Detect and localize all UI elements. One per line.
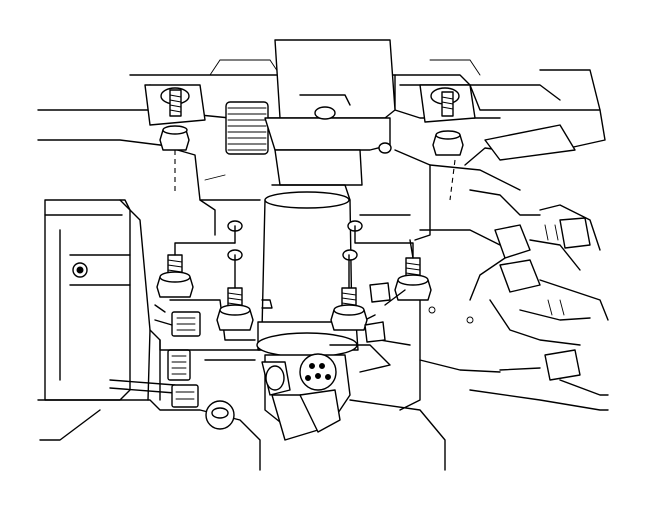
right-wiring-harness — [469, 189, 609, 396]
column-upper-housing — [264, 39, 396, 186]
right-panel-structure — [349, 149, 521, 471]
tilt-spring — [225, 101, 269, 155]
left-module-housing — [44, 199, 151, 401]
right-lower-panel — [419, 229, 609, 411]
bolt-left-outer — [156, 254, 194, 298]
bolt-upper-left — [159, 89, 190, 195]
bolt-left-inner — [216, 287, 254, 331]
bolt-leader-lines — [159, 225, 414, 351]
bolt-upper-right — [432, 91, 464, 201]
steering-column-tube — [256, 184, 359, 358]
intermediate-shaft-joint — [261, 314, 391, 441]
bolt-right-inner — [330, 287, 368, 331]
lower-left-structure — [37, 329, 261, 471]
retaining-clips — [364, 124, 576, 343]
bolt-right-outer — [394, 257, 432, 301]
